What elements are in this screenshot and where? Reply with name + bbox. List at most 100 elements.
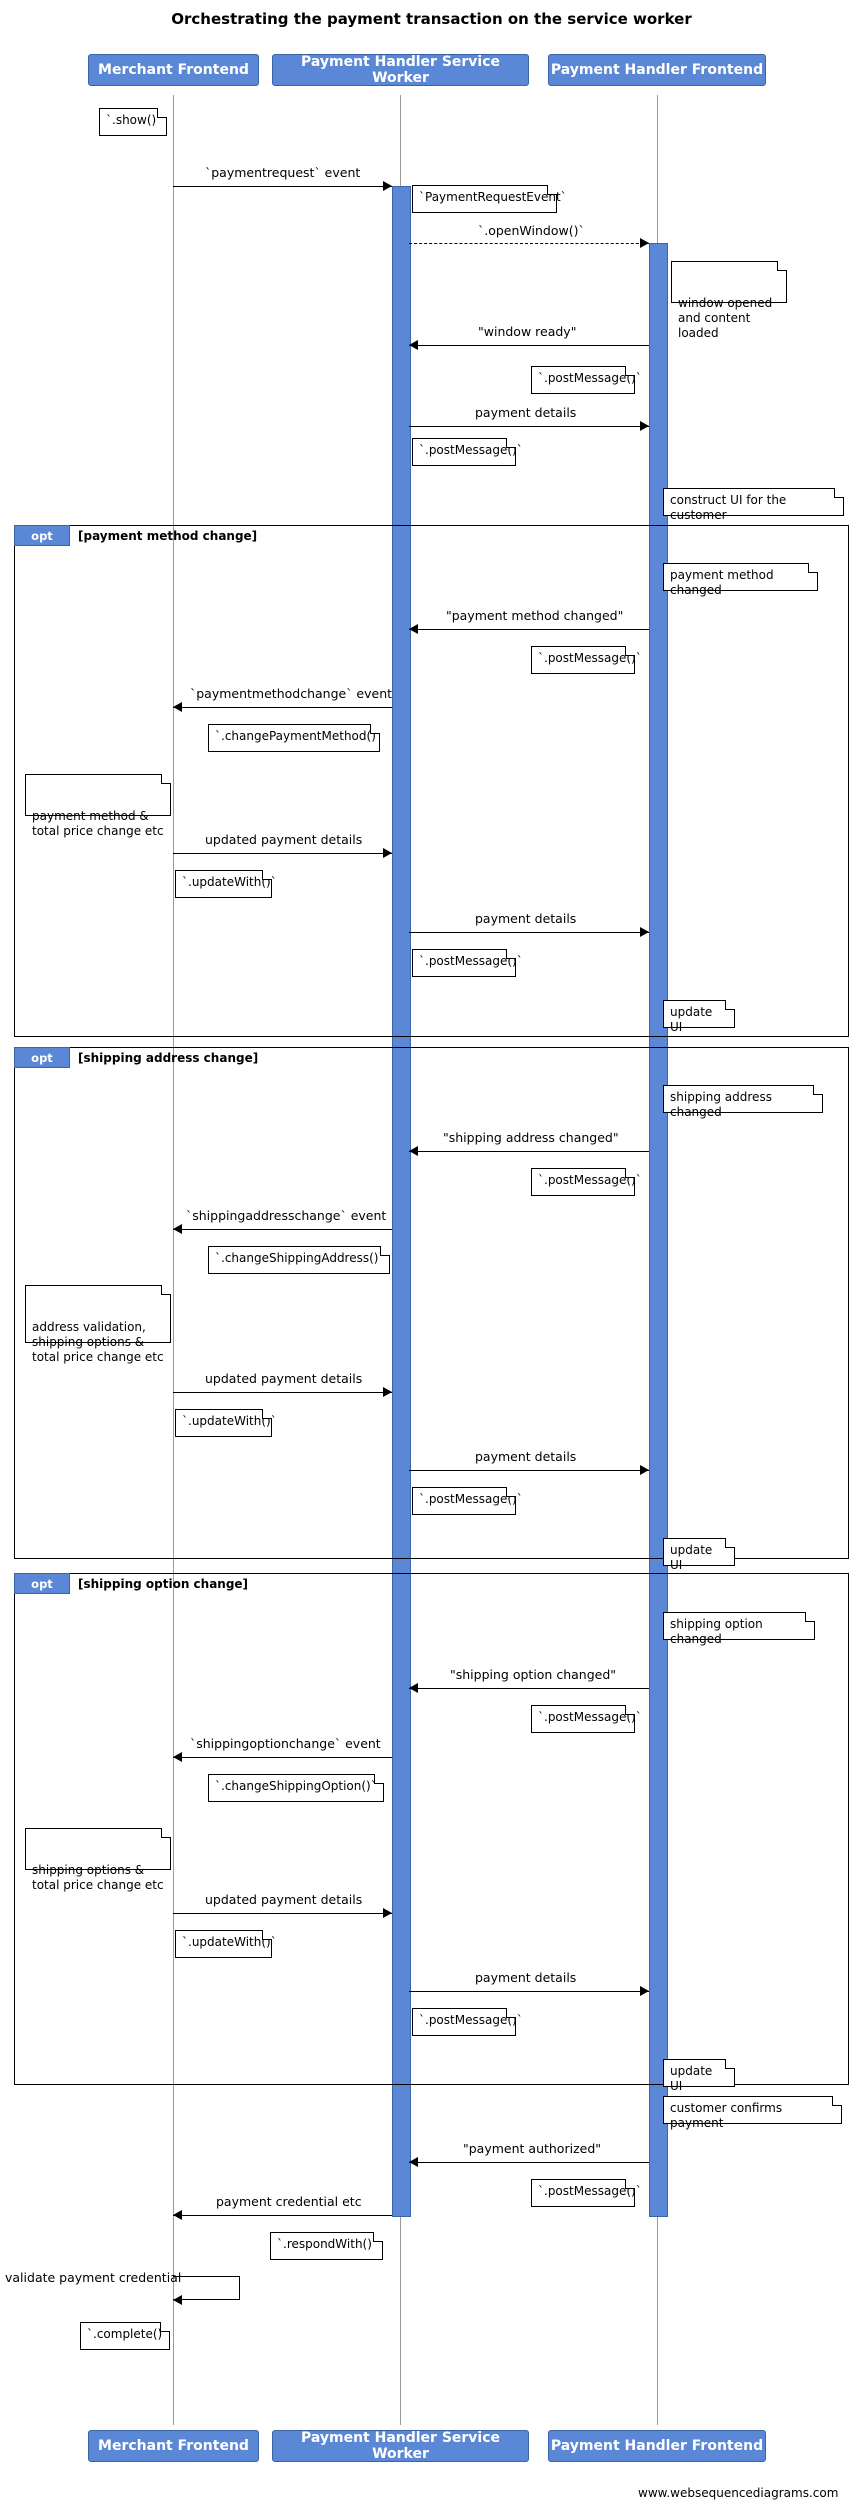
msg-so-changed-line [409,1688,649,1689]
msg-openwindow-label: `.openWindow()` [478,223,585,238]
msg-pm-changed-line [409,629,649,630]
note-respondwith-text: `.respondWith()` [277,2237,378,2251]
frame-opt-payment-method-change [14,525,849,1037]
msg-openwindow-arrow [640,238,649,248]
page-title: Orchestrating the payment transaction on… [171,10,692,28]
note-fold-icon [726,1000,735,1009]
frame-opt-shipping-option-change [14,1573,849,2085]
msg-payment-details-2-arrow [640,927,649,937]
frame-opt-tab-2-label: opt [31,1050,53,1065]
note-postmessage-8-text: `.postMessage()` [419,2013,523,2027]
msg-updated-details-2-line [173,1392,392,1393]
msg-payment-authorized-label: "payment authorized" [463,2141,602,2156]
note-construct-ui: construct UI for the customer [663,488,844,522]
msg-payment-authorized-arrow [409,2157,418,2167]
frame-opt-cond-1-label: [payment method change] [78,529,258,543]
msg-updated-details-1-arrow [383,848,392,858]
actor-payment-handler-frontend-bottom[interactable]: Payment Handler Frontend [548,2430,766,2462]
note-payment-method-changed: payment method changed [663,563,818,597]
note-fold-icon [374,2232,383,2241]
msg-payment-details-1-arrow [640,421,649,431]
note-shipping-address-total-text: address validation, shipping options & t… [32,1320,164,1364]
activation-service-worker [392,186,411,2217]
note-postmessage-5-text: `.postMessage()` [538,1173,642,1187]
activation-payment-handler-frontend [649,243,668,2217]
msg-sa-changed-label: "shipping address changed" [443,1130,619,1145]
actor-service-worker-top[interactable]: Payment Handler Service Worker [272,54,529,86]
note-update-ui-1: update UI [663,1000,735,1034]
msg-paymentrequest-arrow [383,181,392,191]
note-updatewith-2-text: `.updateWith()` [182,1414,277,1428]
frame-opt-tab-3-label: opt [31,1576,53,1591]
note-update-ui-3: update UI [663,2059,735,2093]
note-updatewith-3-text: `.updateWith()` [182,1935,277,1949]
note-fold-icon [626,1705,635,1714]
note-payment-method-total: payment method & total price change etc [25,774,171,838]
note-postmessage-2: `.postMessage()` [412,438,523,466]
note-show: `.show()` [99,108,167,136]
actor-payment-handler-frontend-top[interactable]: Payment Handler Frontend [548,54,766,86]
msg-pm-changed-label: "payment method changed" [446,608,624,623]
note-fold-icon [835,488,844,497]
note-postmessage-3-text: `.postMessage()` [538,651,642,665]
note-fold-icon [371,724,380,733]
note-postmessage-9-text: `.postMessage()` [538,2184,642,2198]
lifeline-merchant [173,95,174,2425]
note-fold-icon [809,563,818,572]
msg-payment-details-1-line [409,426,649,427]
msg-payment-credential-label: payment credential etc [216,2194,362,2209]
msg-payment-authorized-line [409,2162,649,2163]
note-fold-icon [626,366,635,375]
note-fold-icon [626,1168,635,1177]
note-fold-icon [263,1930,272,1939]
note-shipping-option-changed: shipping option changed [663,1612,815,1646]
note-postmessage-6: `.postMessage()` [412,1487,523,1515]
note-postmessage-6-text: `.postMessage()` [419,1492,523,1506]
actor-merchant-top[interactable]: Merchant Frontend [88,54,259,86]
note-fold-icon [548,185,557,194]
note-fold-icon [162,1828,171,1837]
msg-pmchange-event-label: `paymentmethodchange` event [190,686,393,701]
actor-merchant-top-label: Merchant Frontend [98,62,249,78]
note-shipping-address-total: address validation, shipping options & t… [25,1285,171,1364]
msg-payment-details-4-label: payment details [475,1970,577,1985]
note-change-payment-method: `.changePaymentMethod()` [208,724,382,752]
note-payment-request-event-text: `PaymentRequestEvent` [419,190,567,204]
credit-text: www.websequencediagrams.com [638,2486,839,2500]
note-fold-icon [263,1409,272,1418]
frame-opt-cond-1: [payment method change] [78,529,257,543]
frame-opt-tab-1: opt [14,525,70,546]
msg-payment-credential-line [173,2215,392,2216]
msg-updated-details-1-line [173,853,392,854]
msg-validate-credential-label: validate payment credential [5,2270,182,2285]
msg-updated-details-3-label: updated payment details [205,1892,363,1907]
msg-window-ready-arrow [409,340,418,350]
note-customer-confirms-text: customer confirms payment [670,2101,783,2130]
note-postmessage-7: `.postMessage()` [531,1705,642,1733]
note-change-shipping-option: `.changeShippingOption()` [208,1774,384,1802]
note-updatewith-1-text: `.updateWith()` [182,875,277,889]
note-postmessage-9: `.postMessage()` [531,2179,642,2207]
note-update-ui-1-text: update UI [670,1005,713,1034]
msg-updated-details-3-arrow [383,1908,392,1918]
msg-sochange-event-line [173,1757,392,1758]
msg-payment-details-3-label: payment details [475,1449,577,1464]
frame-opt-cond-2: [shipping address change] [78,1051,258,1065]
note-fold-icon [158,108,167,117]
actor-merchant-bottom[interactable]: Merchant Frontend [88,2430,259,2462]
note-postmessage-4-text: `.postMessage()` [419,954,523,968]
note-shipping-address-changed-text: shipping address changed [670,1090,772,1119]
msg-validate-credential-loop [173,2276,240,2300]
note-update-ui-2-text: update UI [670,1543,713,1572]
actor-service-worker-bottom[interactable]: Payment Handler Service Worker [272,2430,529,2462]
note-postmessage-1-text: `.postMessage()` [538,371,642,385]
msg-pmchange-event-line [173,707,392,708]
actor-service-worker-bottom-label: Payment Handler Service Worker [300,2430,501,2462]
note-update-ui-3-text: update UI [670,2064,713,2093]
note-complete: `.complete()` [80,2322,170,2350]
note-complete-text: `.complete()` [87,2327,169,2341]
note-fold-icon [626,2179,635,2188]
note-shipping-option-total: shipping options & total price change et… [25,1828,171,1892]
note-fold-icon [263,870,272,879]
